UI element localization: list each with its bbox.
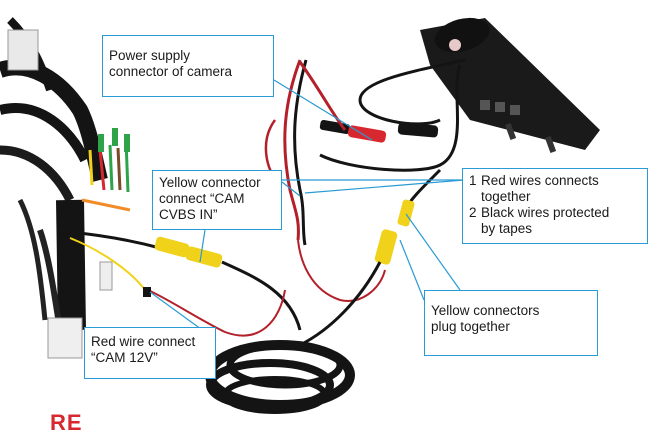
coiled-cable xyxy=(210,345,350,411)
callout-text: Yellow connectors xyxy=(431,303,591,319)
callout-text: connector of camera xyxy=(109,64,267,80)
bottom-red-heading: RE xyxy=(50,412,83,434)
rear-camera-unit xyxy=(420,12,600,153)
red-wire-callout: Red wire connect “CAM 12V” xyxy=(84,327,216,379)
item-text-continued: together xyxy=(469,189,641,205)
item-number: 2 xyxy=(469,205,481,221)
callout-text: connect “CAM xyxy=(159,191,275,207)
item-text: Red wires connects xyxy=(481,173,599,188)
callout-text: plug together xyxy=(431,319,591,335)
yellow-connectors-right xyxy=(300,199,415,345)
callout-text: Power supply xyxy=(109,48,267,64)
power-supply-callout: Power supply connector of camera xyxy=(102,35,274,97)
item-text: Black wires protected xyxy=(481,205,609,220)
item-number: 1 xyxy=(469,173,481,189)
green-pin-connectors xyxy=(98,128,130,152)
callout-text: “CAM 12V” xyxy=(91,350,209,366)
yellow-cvbs-callout: Yellow connector connect “CAM CVBS IN” xyxy=(152,170,282,230)
callout-text: CVBS IN” xyxy=(159,207,275,223)
yellow-plug-callout: Yellow connectors plug together xyxy=(424,290,598,356)
callout-text: Yellow connector xyxy=(159,175,275,191)
callout-text: Red wire connect xyxy=(91,334,209,350)
item-text-continued: by tapes xyxy=(469,221,641,237)
